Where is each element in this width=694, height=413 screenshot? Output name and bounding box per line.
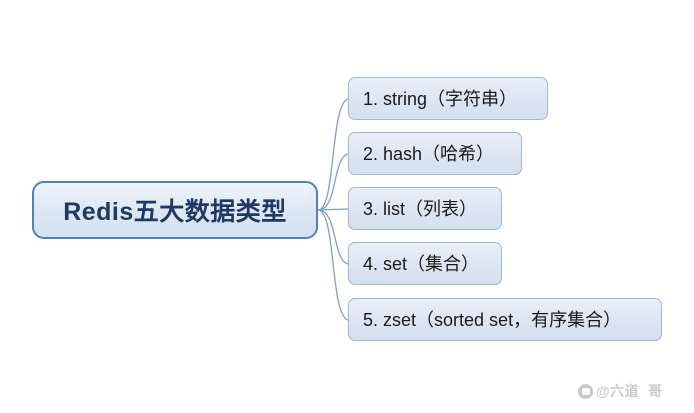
root-node-label: Redis五大数据类型 [63, 198, 287, 226]
connector-to-set [317, 209, 349, 265]
connector-to-list [317, 208, 349, 211]
branch-node-string[interactable]: 1. string（字符串） [348, 77, 548, 120]
watermark: @六道 哥 [578, 381, 662, 401]
root-node[interactable]: Redis五大数据类型 [32, 181, 318, 239]
branch-node-string-label: 1. string（字符串） [363, 88, 518, 109]
connector-to-hash [317, 153, 349, 211]
branch-node-list-label: 3. list（列表） [363, 198, 478, 219]
branch-node-hash-label: 2. hash（哈希） [363, 143, 495, 164]
branch-node-zset[interactable]: 5. zset（sorted set，有序集合） [348, 298, 662, 341]
branch-node-set-label: 4. set（集合） [363, 253, 480, 274]
branch-node-list[interactable]: 3. list（列表） [348, 187, 502, 230]
branch-node-hash[interactable]: 2. hash（哈希） [348, 132, 522, 175]
watermark-suffix: 哥 [648, 383, 663, 399]
branch-node-set[interactable]: 4. set（集合） [348, 242, 502, 285]
branch-node-zset-label: 5. zset（sorted set，有序集合） [363, 309, 622, 330]
connector-to-zset [317, 209, 349, 321]
paw-icon [578, 383, 593, 399]
connector-to-string [317, 98, 349, 211]
watermark-handle: @六道 [596, 383, 640, 399]
